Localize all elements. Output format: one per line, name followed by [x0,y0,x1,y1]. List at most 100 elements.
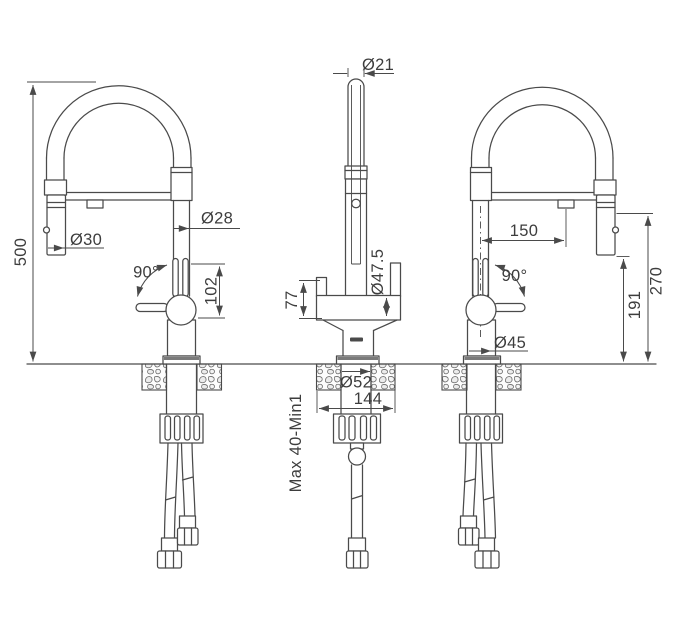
supply-hose [163,442,179,539]
supply-hose [462,442,478,517]
holder-clip [557,199,575,209]
counter-hatch-block [441,363,468,391]
dim-overall-height: 500 [12,238,30,266]
nut-rib [173,415,181,441]
wand-collar [344,165,368,180]
hex-facets [464,527,474,546]
mounting-shank [465,363,497,415]
pipe-collar [469,166,493,202]
tee-crosspiece [315,294,402,321]
dim-base-footprint-width: 144 [354,390,382,408]
nut-rib [193,415,201,441]
hose-connector [345,550,369,569]
dim-mount-hole-diameter: Ø52 [340,374,372,392]
handle-up-position [482,257,489,298]
spring-spout-outer-arc [470,86,614,159]
hose-connector [176,527,199,546]
hose-connector [457,527,480,546]
front-view [315,78,402,569]
spout-legs [470,157,614,181]
front-view-dimensions: Ø21 Ø47.5 77 Ø52 144 Max 40-Min1 [283,56,396,493]
hex-facets [164,550,175,569]
handle-pivot [465,294,497,326]
pipe-collar [170,166,193,202]
mounting-shank [165,363,198,415]
spring-spout-outer-arc [45,85,192,159]
handle-up-position [182,257,189,298]
dim-body-diameter: Ø47.5 [369,249,387,295]
hose-collar [160,537,179,552]
dim-handle-swing-angle: 90° [133,264,159,282]
counter-hatch-block [370,363,396,391]
hex-facets [482,550,492,569]
counter-hatch-block [495,363,522,391]
spray-connector [43,179,68,196]
pullout-wand [347,78,365,169]
body-column [344,192,368,297]
dim-spout-tube-diameter: Ø28 [201,210,233,228]
nut-rib [164,415,172,441]
supply-hose [480,442,497,539]
supply-hose [350,464,364,539]
hex-facets [352,550,362,569]
base-plate-shadow [337,357,378,360]
right-side-view [457,86,620,569]
nut-rib [338,415,346,441]
dim-spray-head-clearance: 191 [626,291,644,319]
hex-facets [183,527,193,546]
spring-spout-inner-arc [488,104,597,159]
dim-wand-tip-diameter: Ø21 [362,56,394,74]
counter-hatch-block [315,363,342,391]
spring-spout-inner-arc [63,102,175,159]
spray-connector [593,179,617,196]
handle-swing-arc [494,264,526,297]
counter-hatch-block [196,363,223,391]
dim-deck-thickness-range: Max 40-Min1 [287,394,305,493]
hose-collar [477,537,496,552]
dim-tee-section-height: 77 [283,291,301,310]
holder-bar [485,191,605,201]
lever-handle [492,302,526,313]
spray-button [42,226,51,234]
spray-head-seams [595,201,616,209]
handle-swing-arc [136,264,168,297]
body-taper [322,319,398,332]
dim-handle-swing-angle: 90° [502,267,528,285]
lever-handle [135,302,169,313]
extension-line [299,280,322,319]
holder-bar [57,191,179,201]
hose-collar [347,537,367,552]
handle-up-position [172,257,179,298]
dim-dock-height: 270 [648,267,666,295]
wand-socket [344,178,368,195]
handle-up-position [472,257,479,298]
nut-rib [493,415,501,441]
extension-line [316,387,396,413]
brand-mark [350,337,363,342]
right-view-dimensions: 150 90° Ø45 191 270 [469,209,666,362]
left-view-dimensions: 500 Ø30 Ø28 90° 102 [12,81,240,362]
wand-inner-walls [351,85,361,265]
lower-column [342,329,375,357]
spout-legs [45,157,192,181]
nut-rib [369,415,378,441]
left-side-view [42,85,204,569]
hose-collar [459,515,478,529]
base-plate-shadow [164,357,199,360]
extension-line [191,263,225,319]
body-hole [351,198,361,209]
handle-pivot [165,294,197,326]
dim-body-base-diameter: Ø45 [494,334,526,352]
holder-tip-front [389,262,402,298]
hose-collar [178,515,197,529]
nut-rib [359,415,368,441]
nut-rib [464,415,472,441]
spray-button [611,226,620,234]
nut-rib [183,415,191,441]
dim-spray-head-diameter: Ø30 [70,231,102,249]
hose-hex-nut [156,550,183,569]
dim-spout-reach: 150 [510,222,538,240]
base-plate-shadow [464,357,500,360]
